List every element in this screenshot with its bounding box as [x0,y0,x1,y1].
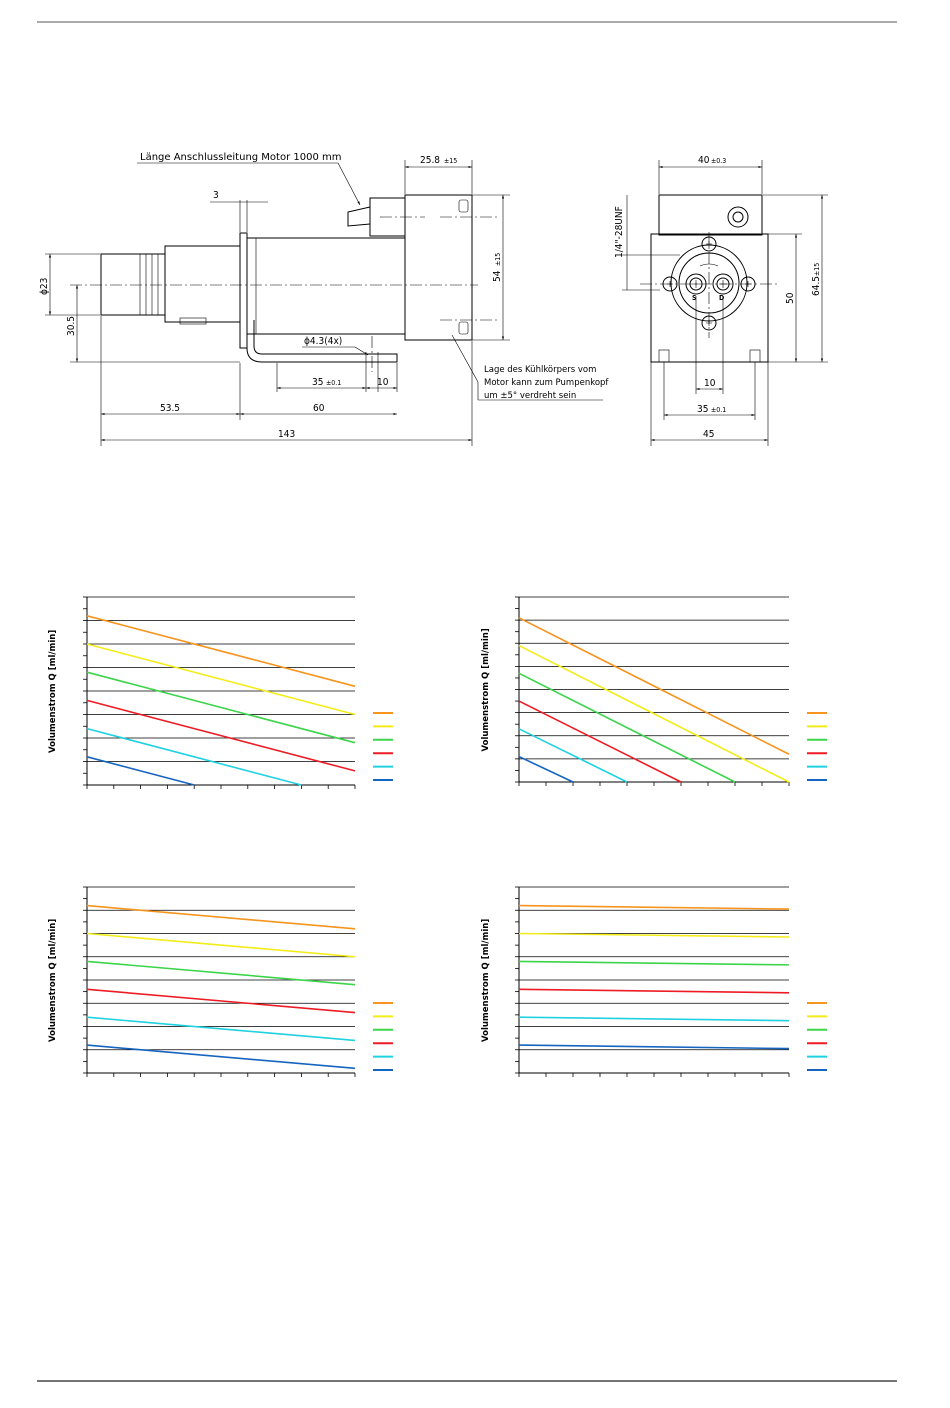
series-line-3 [86,671,356,744]
series-line-6 [518,755,574,783]
dim-10-front: 10 [704,378,716,389]
coupling [164,245,241,323]
heatsink-note-line-3: um ±5° verdreht sein [484,391,576,401]
series-line-5 [518,1016,790,1022]
series-line-3 [518,672,736,783]
dim-40: 40 [698,155,710,166]
series-line-6 [518,1044,790,1050]
series-line-5 [86,1016,356,1042]
series-line-5 [518,728,628,783]
chart-1: Volumenstrom Q [ml/min] [48,596,393,789]
dim-30-5: 30.5 [66,316,77,336]
dim-35-front: 35 [697,404,708,415]
front-bracket [650,233,769,363]
pump-head [100,253,166,316]
dim-54-tol: ±15 [494,253,502,266]
y-axis-label: Volumenstrom Q [ml/min] [481,628,491,751]
charts: Volumenstrom Q [ml/min] Volumenstrom Q [m… [48,596,827,1077]
cable-length-note: Länge Anschlussleitung Motor 1000 mm [140,152,342,163]
heatsink-note-line-2: Motor kann zum Pumpenkopf [484,378,609,388]
series-line-2 [518,644,790,783]
dim-10-side: 10 [377,377,389,388]
thread-callout: 1/4"-28UNF [614,206,625,258]
series-line-4 [86,988,356,1014]
series-line-4 [86,699,356,772]
y-axis-label: Volumenstrom Q [ml/min] [481,919,491,1042]
front-view-drawing: S D 40 ±0.3 1/4"-28UNF 64.5 ±15 50 [614,155,828,446]
chart-4: Volumenstrom Q [ml/min] [481,886,827,1077]
dim-45: 45 [703,429,714,440]
series-line-2 [518,932,790,938]
series-line-3 [86,960,356,986]
series-line-4 [518,700,682,783]
dim-54: 54 [492,270,503,282]
y-axis-label: Volumenstrom Q [ml/min] [48,919,58,1042]
heat-sink [404,194,473,341]
dim-50: 50 [785,292,796,304]
port-label-d: D [719,294,724,302]
dim-64-5-tol: ±15 [813,263,821,276]
dim-35-tol: ±0.1 [326,379,341,387]
dim-25-8: 25.8 [420,155,440,166]
series-line-5 [86,727,302,786]
series-line-2 [86,643,356,716]
dim-phi23: ϕ23 [39,278,50,295]
series-line-1 [518,617,790,755]
dim-3: 3 [213,190,219,201]
dim-64-5: 64.5 [811,276,822,296]
series-line-1 [86,615,356,688]
series-line-1 [518,904,790,910]
port-label-s: S [692,294,697,302]
dim-25-8-tol: ±15 [444,157,457,165]
series-line-4 [518,988,790,994]
y-axis-label: Volumenstrom Q [ml/min] [48,630,58,753]
dim-60: 60 [313,403,325,414]
heatsink-note-line-1: Lage des Kühlkörpers vom [484,365,596,375]
dim-35: 35 [312,377,323,388]
dim-35-front-tol: ±0.1 [711,406,726,414]
dim-hole: ϕ4.3(4x) [304,336,342,347]
dim-53-5: 53.5 [160,403,180,414]
motor-body [246,237,406,335]
series-line-2 [86,932,356,958]
chart-3: Volumenstrom Q [ml/min] [48,886,393,1077]
series-line-6 [86,1044,356,1070]
series-line-6 [86,756,195,786]
series-line-3 [518,960,790,966]
side-view-drawing: Länge Anschlussleitung Motor 1000 mm 3 2… [39,152,609,446]
mounting-bracket [239,232,248,349]
dim-40-tol: ±0.3 [711,157,726,165]
port-discharge [712,273,734,295]
dim-143: 143 [278,429,295,440]
chart-2: Volumenstrom Q [ml/min] [481,596,827,786]
series-line-1 [86,904,356,930]
